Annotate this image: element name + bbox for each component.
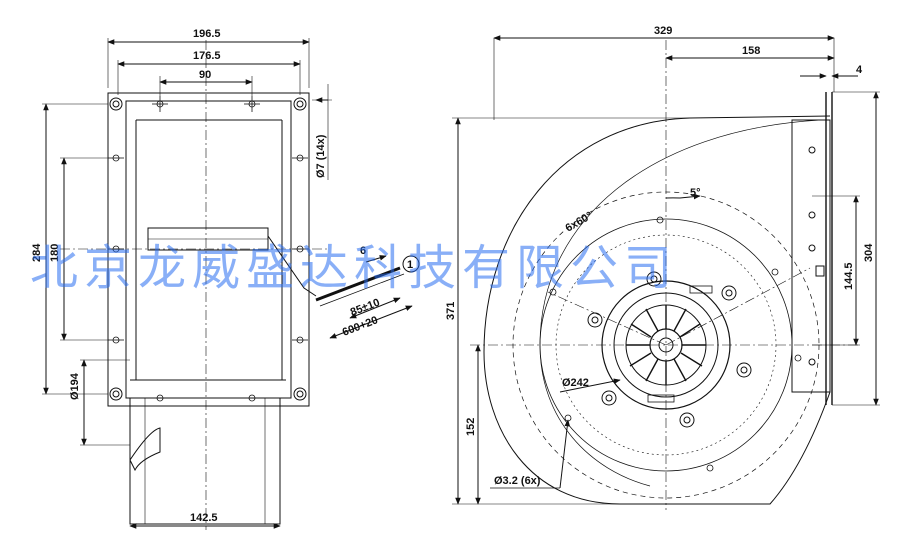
dim-diameter: Ø242 xyxy=(562,377,589,389)
dim-bottom-width: 142.5 xyxy=(190,512,218,524)
dim-angle: 5° xyxy=(690,187,701,199)
dim-width-overall-right: 329 xyxy=(654,25,672,37)
dim-cable-tip: 6 xyxy=(360,245,366,257)
right-view-labels: 329 158 4 5° 6x60° 371 304 144.5 Ø242 15… xyxy=(445,25,875,487)
dim-flange-height: 304 xyxy=(863,243,875,262)
callout-circle xyxy=(402,255,420,273)
left-view xyxy=(42,38,420,530)
left-view-labels: 196.5 176.5 90 284 180 Ø7 (14x) Ø194 142… xyxy=(31,28,413,524)
right-view xyxy=(452,35,880,510)
dim-outlet-diameter: Ø194 xyxy=(69,372,81,400)
dim-height-overall-right: 371 xyxy=(445,302,457,320)
callout-label: 1 xyxy=(407,259,413,271)
dim-flange-thickness: 4 xyxy=(856,64,863,76)
dim-cable-length: 600+20 xyxy=(341,314,380,338)
dim-width-overall: 196.5 xyxy=(193,28,221,40)
dim-height-overall: 284 xyxy=(31,243,43,262)
scroll-housing xyxy=(483,115,831,505)
outlet-flange xyxy=(791,119,831,393)
dim-width-partial: 158 xyxy=(742,45,760,57)
impeller-outer xyxy=(539,218,793,472)
dim-width-flange: 176.5 xyxy=(193,50,221,62)
left-flange-outline xyxy=(107,92,310,407)
dim-cable-strip: 85±10 xyxy=(349,297,382,319)
dim-mount-holes: Ø3.2 (6x) xyxy=(494,475,541,487)
dim-center-height: 152 xyxy=(465,418,477,436)
dim-pattern: 6x60° xyxy=(564,210,595,235)
outlet-body xyxy=(129,397,281,525)
dim-hole-diameter: Ø7 (14x) xyxy=(315,134,327,178)
dim-hole-spacing-vertical: 180 xyxy=(49,244,61,262)
dim-flange-spacing: 144.5 xyxy=(843,262,855,290)
dim-hole-spacing-top: 90 xyxy=(199,69,211,81)
